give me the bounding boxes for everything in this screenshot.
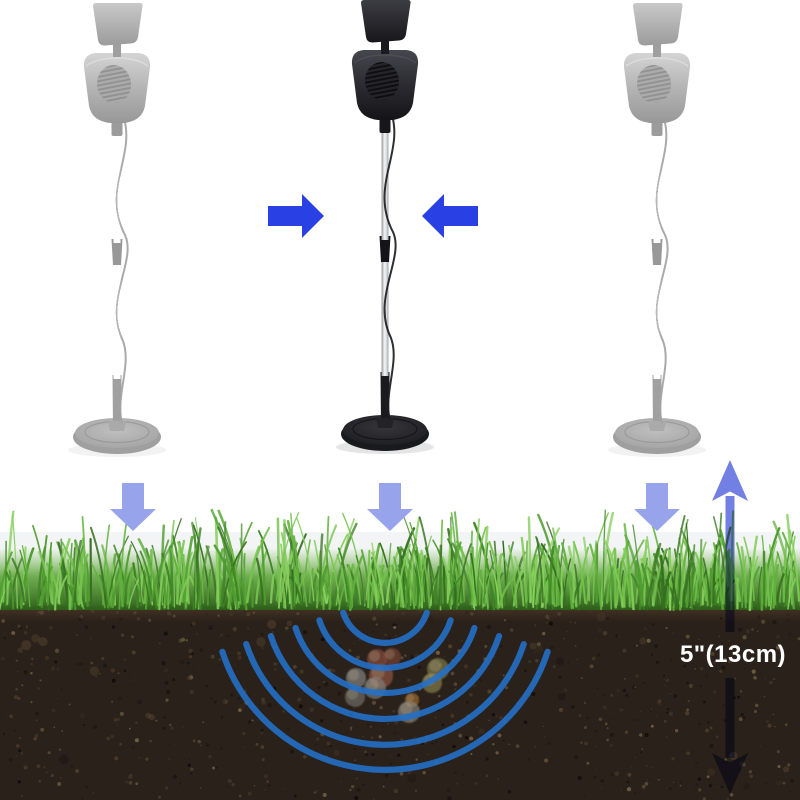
measure-double-arrow-icon: [712, 460, 748, 794]
grass-base: [0, 548, 800, 610]
grass-blades: [0, 508, 800, 612]
arrow-left-icon: [422, 194, 478, 238]
depth-label: 5"(13cm): [679, 641, 787, 668]
soil-base: [0, 606, 800, 800]
soil-root-band: [0, 606, 800, 622]
sonar-waves-icon: [219, 609, 551, 773]
buried-coins-icon: [345, 648, 449, 723]
metal-detector-ghost-left: [67, 2, 167, 458]
arrow-down-icon: [110, 483, 156, 531]
arrow-down-icon: [634, 483, 680, 531]
arrow-down-icon: [367, 483, 413, 531]
metal-detector-center: [335, 0, 435, 455]
metal-detector-ghost-right: [607, 2, 707, 458]
arrow-right-icon: [268, 194, 324, 238]
soil-texture: [0, 605, 800, 800]
grass-haze: [0, 532, 800, 574]
